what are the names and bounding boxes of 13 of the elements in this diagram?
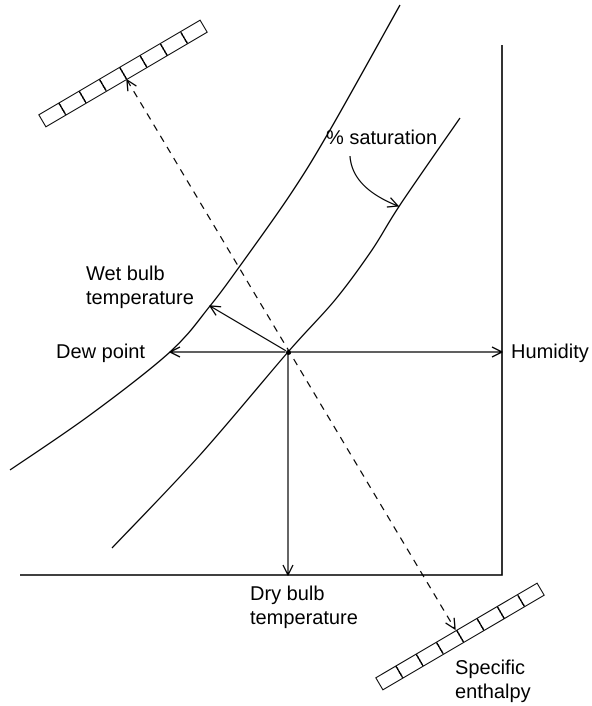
axis-label: Humidity xyxy=(503,340,592,364)
arrow xyxy=(209,305,286,352)
arrow xyxy=(290,346,503,358)
dashed-arrow xyxy=(126,79,456,630)
state-point-dot xyxy=(286,350,290,354)
axis-label: Dew point xyxy=(56,340,170,364)
arrow xyxy=(169,346,286,358)
axis-label: % saturation xyxy=(326,126,448,150)
scale-label: Specific enthalpy xyxy=(455,656,532,704)
axis-label: Dry bulb temperature xyxy=(240,576,380,630)
arrow xyxy=(282,354,294,576)
axis-label: Wet bulb temperature xyxy=(86,262,210,310)
leader-line xyxy=(349,156,399,208)
